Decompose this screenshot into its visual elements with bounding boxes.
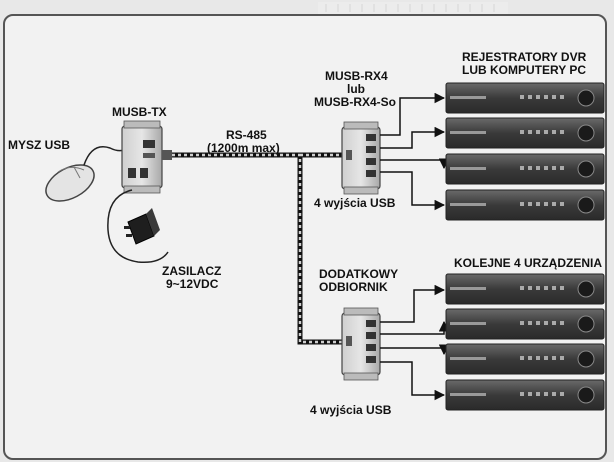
dvr-unit [445, 273, 605, 305]
power-label-line1: ZASILACZ [162, 264, 222, 278]
watermark [318, 2, 508, 14]
cable-label-line1: RS-485 [226, 128, 267, 142]
dvr-label-line1: REJESTRATORY DVR [462, 50, 587, 64]
more-devices-label: KOLEJNE 4 URZĄDZENIA [454, 256, 603, 270]
mouse-cable [83, 146, 125, 166]
dvr-unit [445, 308, 605, 340]
musb-tx-device-icon [121, 120, 172, 194]
dvr-unit [445, 189, 605, 221]
power-cable [107, 189, 169, 264]
outputs-top-label: 4 wyjścia USB [314, 196, 396, 210]
bottom-output-arrows [380, 284, 450, 401]
rx-label-line1: MUSB-RX4 [325, 69, 388, 83]
rx-label-line3: MUSB-RX4-So [314, 95, 397, 109]
rs485-cable [172, 152, 342, 345]
outputs-bottom-label: 4 wyjścia USB [310, 403, 392, 417]
extra-receiver-device-icon [341, 307, 381, 381]
mouse-label: MYSZ USB [8, 138, 71, 152]
extra-receiver-label-line2: ODBIORNIK [319, 280, 388, 294]
dvr-unit [445, 343, 605, 375]
tx-label: MUSB-TX [112, 105, 167, 119]
dvr-unit [445, 82, 605, 114]
dvr-unit [445, 117, 605, 149]
usb-mouse-icon [45, 164, 95, 202]
extra-receiver-label-line1: DODATKOWY [319, 267, 399, 281]
power-adapter-icon [124, 208, 160, 245]
dvr-unit [445, 379, 605, 411]
musb-rx4-device-icon [341, 121, 381, 195]
power-label-line2: 9~12VDC [166, 277, 219, 291]
rx-label-line2: lub [347, 82, 365, 96]
dvr-unit [445, 153, 605, 185]
cable-label-line2: (1200m max) [207, 141, 280, 155]
top-output-arrows [380, 92, 450, 211]
dvr-label-line2: LUB KOMPUTERY PC [462, 63, 587, 77]
